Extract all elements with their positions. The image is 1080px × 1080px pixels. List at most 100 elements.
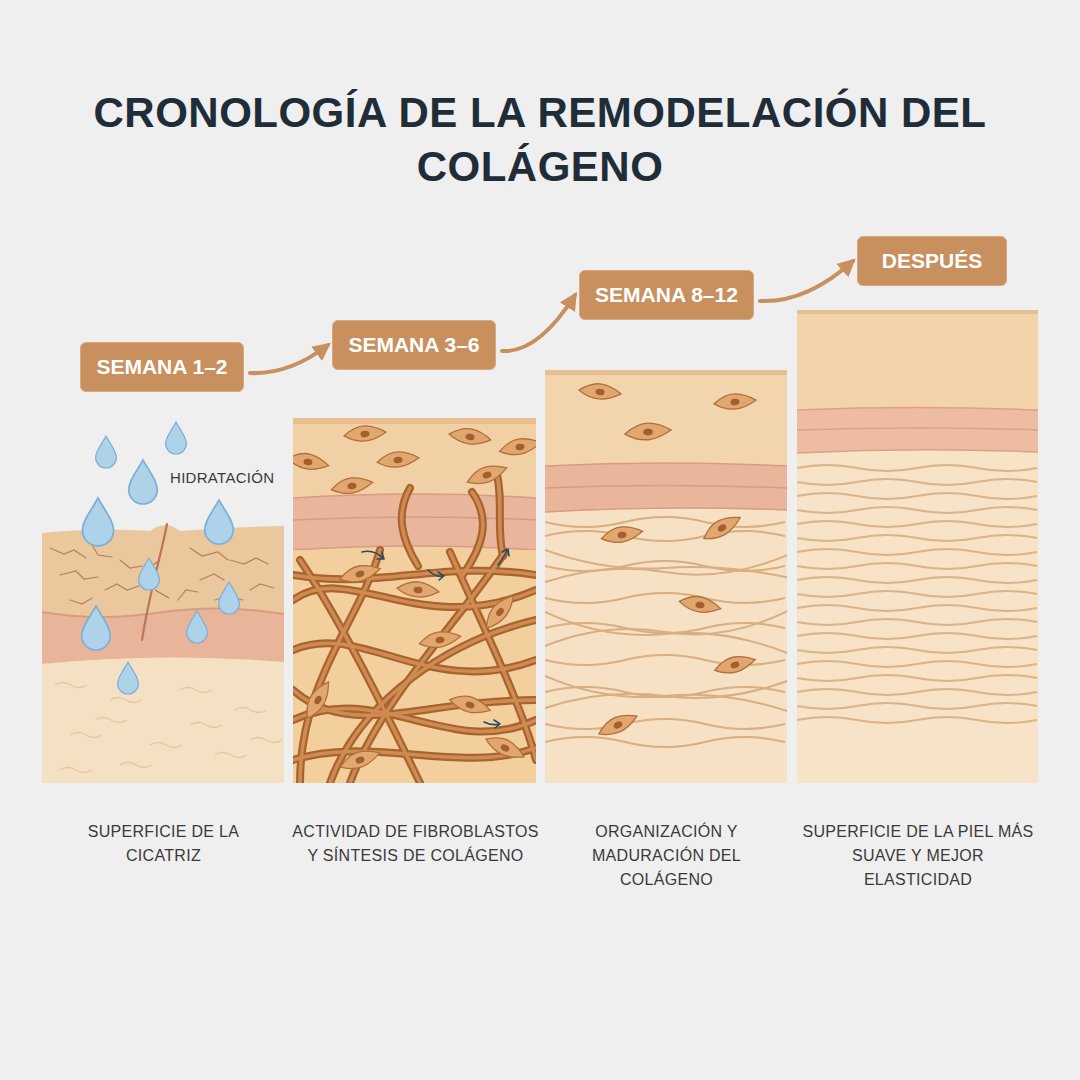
organization-panel-part bbox=[545, 370, 787, 375]
scar-panel-part-part bbox=[110, 698, 142, 703]
fibroblast-panel-part bbox=[464, 460, 509, 489]
fibroblast-panel-part bbox=[293, 470, 536, 783]
stage-label: SEMANA 3–6 bbox=[348, 321, 479, 369]
fibroblast-panel-part bbox=[480, 591, 519, 633]
organization-panel-part bbox=[545, 370, 787, 783]
organization-panel-part bbox=[545, 463, 787, 512]
water-drops bbox=[82, 422, 240, 694]
result-panel-part bbox=[797, 310, 1038, 783]
organization-panel-part bbox=[545, 517, 787, 747]
fibroblast-panel-part bbox=[448, 426, 492, 447]
scar-panel-part bbox=[42, 608, 284, 664]
stage-caption: SUPERFICIE DE LA CICATRIZ bbox=[81, 820, 246, 868]
organization-panel-part bbox=[545, 463, 787, 512]
organization-panel-part bbox=[700, 510, 744, 544]
water-drops-part bbox=[139, 558, 160, 590]
scar-panel-part-part bbox=[235, 708, 267, 713]
stage-badge: SEMANA 1–2 bbox=[80, 342, 244, 392]
scar-panel-part bbox=[55, 683, 282, 773]
result-panel-part-part bbox=[797, 591, 1037, 597]
fibroblast-panel-part bbox=[396, 580, 439, 599]
water-drops-part bbox=[166, 422, 187, 454]
scar-panel-part-part bbox=[150, 743, 182, 748]
organization-panel-part-part bbox=[545, 680, 787, 708]
fibroblast-panel-part bbox=[376, 450, 419, 469]
scar-panel-part-part bbox=[190, 723, 222, 728]
organization-panel-part-part bbox=[545, 561, 785, 571]
organization-panel-part bbox=[578, 382, 621, 401]
stage-caption: ACTIVIDAD DE FIBROBLASTOS Y SÍNTESIS DE … bbox=[288, 820, 543, 868]
scar-panel-part bbox=[50, 545, 274, 604]
scar-panel-part-part bbox=[70, 733, 102, 738]
result-panel-part-part bbox=[797, 563, 1037, 569]
result-panel-part-part bbox=[797, 661, 1037, 667]
water-drops-part bbox=[187, 611, 208, 643]
result-panel-part-part bbox=[797, 507, 1037, 513]
result-panel bbox=[797, 310, 1038, 783]
result-panel-part-part bbox=[797, 703, 1037, 709]
result-panel-part bbox=[797, 310, 1038, 314]
organization-panel-part-part bbox=[545, 550, 787, 578]
result-panel-part-part bbox=[797, 605, 1037, 611]
scar-panel-part-part bbox=[50, 548, 86, 558]
fibroblast-panel-part bbox=[362, 549, 509, 728]
stage-badge: SEMANA 3–6 bbox=[332, 320, 496, 370]
water-drops-part bbox=[129, 460, 158, 504]
result-panel-part bbox=[797, 408, 1038, 454]
organization-panel-part bbox=[713, 652, 757, 677]
scar-panel-part-part bbox=[55, 683, 87, 688]
result-panel-part-part bbox=[797, 633, 1037, 639]
scar-panel-part-part bbox=[215, 753, 247, 758]
scar-panel-part-part bbox=[190, 548, 228, 560]
water-drops-part bbox=[219, 582, 240, 614]
scar-panel-part-part bbox=[178, 590, 198, 600]
fibroblast-panel-part bbox=[337, 745, 382, 774]
organization-panel-part bbox=[624, 421, 671, 442]
stage-badge: DESPUÉS bbox=[857, 236, 1007, 286]
fibroblast-panel-part bbox=[293, 418, 536, 424]
timeline-arrow bbox=[760, 261, 853, 301]
fibroblast-panel-part bbox=[498, 435, 536, 459]
result-panel-part bbox=[797, 408, 1038, 454]
scar-panel-part-part bbox=[180, 688, 212, 693]
fibroblast-panel-part-part bbox=[498, 549, 509, 565]
scar-panel-part-part bbox=[70, 598, 92, 604]
fibroblast-panel-part bbox=[300, 678, 334, 722]
organization-panel-part-part bbox=[545, 610, 787, 646]
organization-panel-part-part bbox=[545, 531, 785, 541]
scar-panel-part bbox=[42, 525, 284, 783]
organization-panel-part-part bbox=[545, 554, 787, 582]
scar-panel-part-part bbox=[60, 571, 98, 579]
fibroblast-panel-part bbox=[330, 474, 374, 496]
timeline-arrow bbox=[250, 345, 328, 373]
result-panel-part-part bbox=[797, 549, 1037, 555]
organization-panel bbox=[545, 370, 787, 783]
stage-caption: SUPERFICIE DE LA PIEL MÁS SUAVE Y MEJOR … bbox=[800, 820, 1036, 892]
water-drops-part bbox=[96, 436, 117, 468]
result-panel-part-part bbox=[797, 675, 1037, 681]
stage-badge: SEMANA 8–12 bbox=[579, 270, 754, 320]
organization-panel-part bbox=[678, 593, 722, 615]
fibroblast-panel-part bbox=[293, 418, 536, 783]
fibroblast-panel-part-part bbox=[484, 720, 500, 728]
water-drops-part bbox=[205, 500, 234, 544]
stage-caption: ORGANIZACIÓN Y MADURACIÓN DEL COLÁGENO bbox=[574, 820, 759, 892]
result-panel-part-part bbox=[797, 717, 1037, 723]
result-panel-part-part bbox=[797, 521, 1037, 527]
scar-panel-part-part bbox=[60, 768, 92, 773]
hydration-label: HIDRATACIÓN bbox=[170, 466, 310, 490]
fibroblast-panel-part bbox=[483, 732, 527, 763]
result-panel-part-part bbox=[797, 535, 1037, 541]
scar-panel bbox=[42, 524, 284, 783]
organization-panel-part-part bbox=[545, 719, 785, 729]
fibroblast-panel bbox=[293, 418, 536, 783]
scar-panel-part-part bbox=[250, 584, 274, 590]
fibroblast-panel-part bbox=[293, 450, 330, 472]
scar-panel-part-part bbox=[95, 718, 127, 723]
fibroblast-panel-part bbox=[448, 692, 492, 717]
stage-label: SEMANA 8–12 bbox=[595, 271, 738, 319]
result-panel-part-part bbox=[797, 465, 1037, 471]
organization-panel-part bbox=[713, 392, 756, 411]
scar-panel-part bbox=[42, 608, 284, 617]
result-panel-part-part bbox=[797, 619, 1037, 625]
